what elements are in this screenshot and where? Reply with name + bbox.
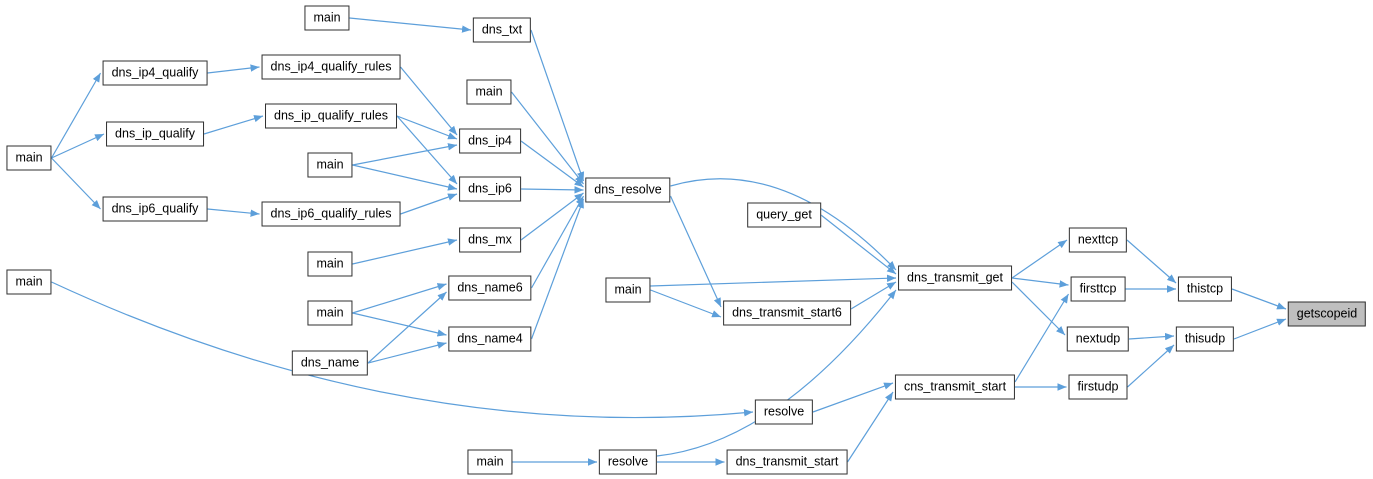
node-dns_transmit_start[interactable]: dns_transmit_start (726, 449, 848, 475)
node-cns_transmit_start[interactable]: cns_transmit_start (894, 374, 1016, 400)
node-main_8[interactable]: main (307, 300, 353, 326)
edge-dns_ip_qualify_rules-to-dns_ip6 (396, 115, 458, 185)
node-main_3[interactable]: main (6, 145, 52, 171)
node-dns_ip_qualify[interactable]: dns_ip_qualify (106, 121, 204, 147)
edge-main_4-to-dns_ip4 (352, 143, 458, 166)
node-dns_resolve[interactable]: dns_resolve (585, 177, 671, 203)
edge-cns_transmit_start-to-firsttcp (1014, 293, 1070, 383)
edge-dns_transmit_get-to-nextudp (1011, 281, 1066, 336)
edge-main_6-to-resolve_a (51, 281, 754, 419)
node-dns_name4[interactable]: dns_name4 (448, 326, 532, 352)
node-dns_ip4_qualify[interactable]: dns_ip4_qualify (102, 60, 208, 86)
edge-dns_ip4_qualify-to-dns_ip4_qualify_rules (207, 64, 260, 74)
node-dns_name6[interactable]: dns_name6 (448, 275, 532, 301)
node-dns_name[interactable]: dns_name (291, 350, 369, 376)
edge-dns_ip4-to-dns_resolve (520, 140, 584, 188)
node-resolve_b[interactable]: resolve (598, 449, 658, 475)
node-resolve_a[interactable]: resolve (754, 399, 814, 425)
edge-main_8-to-dns_name6 (352, 283, 447, 314)
edge-dns_name4-to-dns_resolve (530, 198, 585, 340)
edge-dns_ip6-to-dns_resolve (520, 186, 584, 194)
node-main_2[interactable]: main (466, 79, 512, 105)
edge-main_3-to-dns_ip4_qualify (50, 72, 102, 159)
node-main_6[interactable]: main (6, 269, 52, 295)
edge-main_7-to-dns_transmit_get (650, 274, 897, 287)
node-dns_transmit_start6[interactable]: dns_transmit_start6 (723, 300, 851, 326)
edge-dns_name-to-dns_name6 (367, 291, 447, 364)
edge-dns_ip_qualify_rules-to-dns_ip4 (396, 115, 458, 140)
edge-dns_transmit_get-to-nexttcp (1011, 239, 1068, 279)
node-firsttcp[interactable]: firsttcp (1070, 276, 1126, 302)
edge-dns_ip4_qualify_rules-to-dns_ip4 (400, 66, 458, 136)
edge-query_get-to-dns_transmit_get (820, 214, 897, 275)
edge-dns_ip6_qualify_rules-to-dns_ip6 (400, 193, 458, 215)
node-query_get[interactable]: query_get (747, 202, 821, 228)
node-dns_ip6[interactable]: dns_ip6 (459, 176, 521, 202)
edge-dns_txt-to-dns_resolve (530, 29, 585, 182)
node-main_5[interactable]: main (307, 251, 353, 277)
edge-main_2-to-dns_resolve (511, 91, 584, 185)
edge-dns_transmit_start6-to-dns_transmit_get (850, 281, 897, 310)
edge-nextudp-to-thisudp (1128, 332, 1175, 341)
node-dns_ip4[interactable]: dns_ip4 (459, 128, 521, 154)
node-dns_txt[interactable]: dns_txt (472, 17, 532, 43)
node-dns_transmit_get[interactable]: dns_transmit_get (898, 265, 1012, 291)
edge-firstudp-to-thisudp (1127, 344, 1175, 388)
edge-thisudp-to-getscopeid (1233, 318, 1287, 340)
node-firstudp[interactable]: firstudp (1068, 374, 1128, 400)
node-nextudp[interactable]: nextudp (1066, 326, 1130, 352)
edge-group (50, 17, 1287, 466)
node-dns_ip6_qualify_rules[interactable]: dns_ip6_qualify_rules (261, 201, 401, 227)
node-main_4[interactable]: main (307, 152, 353, 178)
node-dns_ip4_qualify_rules[interactable]: dns_ip4_qualify_rules (261, 54, 401, 80)
edge-main_3-to-dns_ip6_qualify (51, 157, 101, 210)
edge-main_3-to-dns_ip_qualify (51, 133, 105, 159)
node-thistcp[interactable]: thistcp (1177, 276, 1233, 302)
edge-main_5-to-dns_mx (352, 238, 458, 265)
node-dns_mx[interactable]: dns_mx (459, 227, 521, 253)
node-main_1[interactable]: main (304, 5, 350, 31)
edge-main_1-to-dns_txt (349, 17, 472, 33)
node-thisudp[interactable]: thisudp (1175, 326, 1235, 352)
edge-thistcp-to-getscopeid (1231, 288, 1287, 310)
edge-nexttcp-to-thistcp (1126, 239, 1177, 284)
edge-dns_transmit_start-to-cns_transmit_start (846, 391, 894, 463)
node-nexttcp[interactable]: nexttcp (1068, 227, 1128, 253)
edge-dns_name-to-dns_name4 (367, 341, 447, 364)
edge-main_8-to-dns_name4 (352, 312, 447, 337)
node-dns_ip_qualify_rules[interactable]: dns_ip_qualify_rules (265, 103, 397, 129)
edge-dns_ip6_qualify-to-dns_ip6_qualify_rules (207, 208, 260, 217)
edge-dns_mx-to-dns_resolve (520, 192, 584, 241)
edge-dns_transmit_get-to-firsttcp (1011, 277, 1069, 288)
node-main_7[interactable]: main (605, 277, 651, 303)
node-main_9[interactable]: main (467, 449, 513, 475)
edge-dns_ip_qualify-to-dns_ip_qualify_rules (203, 115, 264, 135)
node-getscopeid: getscopeid (1287, 301, 1367, 327)
edge-dns_name6-to-dns_resolve (530, 195, 585, 289)
edge-main_7-to-dns_transmit_start6 (650, 289, 722, 318)
edge-resolve_a-to-cns_transmit_start (812, 382, 894, 413)
edge-dns_resolve-to-dns_transmit_start6 (669, 195, 722, 308)
node-dns_ip6_qualify[interactable]: dns_ip6_qualify (102, 196, 208, 222)
edge-main_4-to-dns_ip6 (352, 164, 458, 191)
edge-dns_resolve-to-dns_transmit_get (670, 178, 897, 271)
